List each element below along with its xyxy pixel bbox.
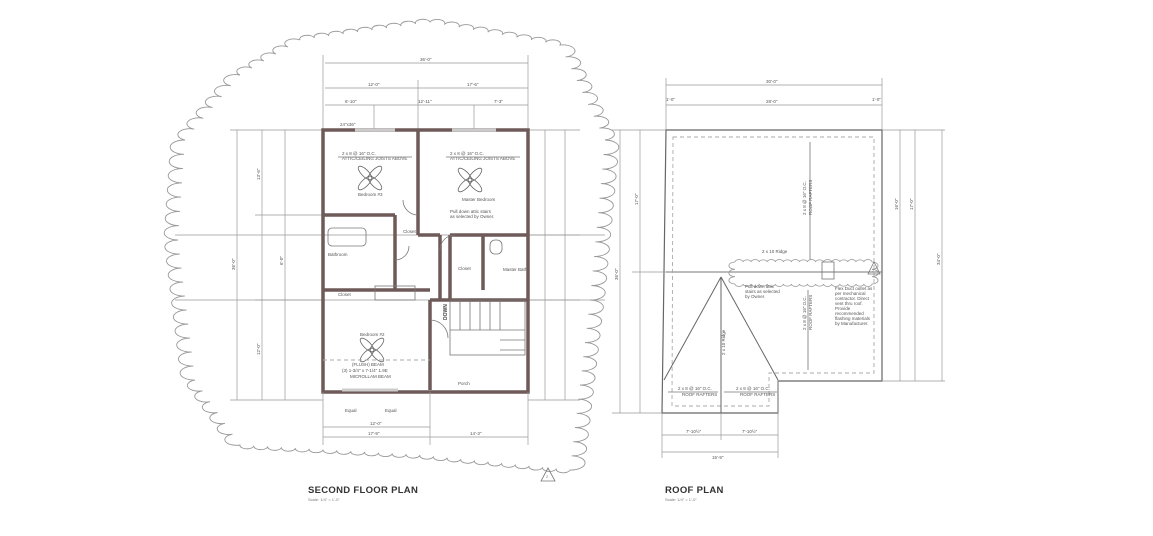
dim-side-a: 13'-6" xyxy=(256,168,261,180)
dim-left-b: 36'-0" xyxy=(614,268,619,280)
ceiling-fan-icon xyxy=(359,337,385,363)
window-size: 24"x36" xyxy=(340,122,356,127)
room-label-bedroom-3: Bedroom #3 xyxy=(358,192,383,197)
note-line: contractor. Direct xyxy=(835,296,870,301)
room-label-master-bath: Master Bath xyxy=(503,267,528,272)
room-label-closet: Closet xyxy=(458,266,472,271)
rafter-note: 2 x 8 @ 16" O.C. xyxy=(802,296,807,330)
note-line: recommended xyxy=(835,311,864,316)
stair-direction-label: DOWN xyxy=(443,304,449,320)
joist-note: 2 x 8 @ 16" O.C. xyxy=(450,151,484,156)
dim-side-overall: 36'-0" xyxy=(231,258,236,270)
toilet xyxy=(489,239,503,255)
beam-note: (FLUSH) BEAM xyxy=(352,362,384,367)
rafter-note: ROOF RAFTERS xyxy=(682,392,717,397)
wall-line xyxy=(671,136,875,407)
interior-walls xyxy=(323,130,528,390)
dim-sub-b: 12'-11" xyxy=(418,99,432,104)
dim-side-b: 6'-0" xyxy=(279,256,284,265)
ridge-note: 2 x 10 Ridge xyxy=(762,249,788,254)
dim-side-c: 12'-0" xyxy=(256,343,261,355)
dim-right-a: 16'-0" xyxy=(894,198,899,210)
dim-right-b: 17'-0" xyxy=(909,198,914,210)
room-label-closet: Closet xyxy=(338,292,352,297)
revision-number: 2 xyxy=(546,474,549,479)
stair-treads xyxy=(450,300,525,351)
note-line: by Manufacturer. xyxy=(835,321,869,326)
dim-right-overall: 34'-0" xyxy=(936,253,941,265)
dim-inner: 28'-0" xyxy=(766,99,778,104)
room-label-bathroom: Bathroom xyxy=(328,252,348,257)
exterior-walls xyxy=(321,128,530,394)
ceiling-fan-icon xyxy=(357,165,383,191)
joist-note: ATTIC/CEILING JOISTS ABOVE xyxy=(450,156,515,161)
attic-stairs-note: Pull down attic stairs xyxy=(450,209,492,214)
dim-bottom-a: 7'-10½" xyxy=(686,428,702,434)
equal-note: Equal xyxy=(385,408,397,413)
beam-note: (3) 1-3/4" x 7-1/4" 1.9E xyxy=(342,368,388,373)
dim-sub-c: 7'-3" xyxy=(494,99,503,104)
dim-right-section: 17'-6" xyxy=(467,82,479,87)
ridge-note: 2 x 10 Ridge xyxy=(721,329,726,355)
bathtub xyxy=(327,227,367,247)
hip-roof xyxy=(663,276,779,413)
second-floor-plan: 36'-0" 12'-0" 17'-6" 6'-10" 12'-11" 7'-3… xyxy=(175,55,605,502)
revision-number: 2 xyxy=(872,268,875,273)
attic-note: by Owner. xyxy=(745,294,765,299)
dim-left-section: 12'-0" xyxy=(368,82,380,87)
dim-overall: 30'-0" xyxy=(766,79,778,84)
revision-triangle-icon xyxy=(867,261,881,275)
rafter-note: ROOF RAFTERS xyxy=(808,295,813,330)
note-line: Flex Duct outlet as xyxy=(835,286,873,291)
dim-bottom-right: 14'-3" xyxy=(470,431,482,436)
dim-bottom-overall: 15'-9" xyxy=(712,455,724,460)
room-label-porch: Porch xyxy=(458,381,470,386)
room-label-bedroom-2: Bedroom #2 xyxy=(360,332,385,337)
revision-cloud xyxy=(163,18,620,474)
note-line: Provide xyxy=(835,306,851,311)
note-line: vent thru roof. xyxy=(835,301,863,306)
note-line: per mechanical xyxy=(835,291,866,296)
stairs xyxy=(449,299,526,356)
drawing-scale: Scale: 1/4" = 1'-0" xyxy=(665,497,697,502)
joist-note: ATTIC/CEILING JOISTS ABOVE xyxy=(342,156,407,161)
equal-note: Equal xyxy=(345,408,357,413)
dim-bottom-inner: 12'-0" xyxy=(370,421,382,426)
dim-bottom-b: 7'-10½" xyxy=(742,428,758,434)
rafter-note: 2 x 8 @ 16" O.C. xyxy=(736,386,770,391)
drawing-title: ROOF PLAN xyxy=(665,485,724,496)
rafter-note: ROOF RAFTERS xyxy=(808,180,813,215)
dim-overhang-right: 1'-0" xyxy=(872,97,881,102)
beam-note: MICROLLAM BEAM xyxy=(350,374,391,379)
dim-left-a: 17'-0" xyxy=(634,193,639,205)
attic-note: stairs as selected xyxy=(745,289,780,294)
vanity xyxy=(374,285,416,301)
attic-note: Pull down attic xyxy=(745,284,775,289)
attic-stairs-note: as selected by Owner. xyxy=(450,214,494,219)
drawing-title: SECOND FLOOR PLAN xyxy=(308,485,418,496)
flex-duct-note: Flex Duct outlet as per mechanical contr… xyxy=(835,286,873,326)
rafter-note: ROOF RAFTERS xyxy=(740,392,775,397)
note-line: flashing materials xyxy=(835,316,871,321)
revision-cloud xyxy=(728,259,879,287)
room-label-master-bedroom: Master Bedroom xyxy=(462,197,496,202)
revision-triangle-icon xyxy=(540,467,556,482)
rafter-note: 2 x 8 @ 16" O.C. xyxy=(678,386,712,391)
dim-overall: 36'-0" xyxy=(420,57,432,62)
roof-plan: 30'-0" 28'-0" 1'-0" 1'-0" 2 2 x 10 Ridge… xyxy=(612,78,945,502)
dim-overhang-left: 1'-0" xyxy=(666,97,675,102)
room-label-closet: Closet xyxy=(403,229,417,234)
flex-duct-outlet xyxy=(821,261,835,280)
joist-note: 2 x 8 @ 16" O.C. xyxy=(342,151,376,156)
drawing-scale: Scale: 1/4" = 1'-0" xyxy=(308,497,340,502)
dim-bottom-left: 17'-9" xyxy=(368,431,380,436)
dim-sub-a: 6'-10" xyxy=(345,99,357,104)
rafter-note: 2 x 8 @ 16" O.C. xyxy=(802,181,807,215)
ceiling-fan-icon xyxy=(457,167,483,193)
